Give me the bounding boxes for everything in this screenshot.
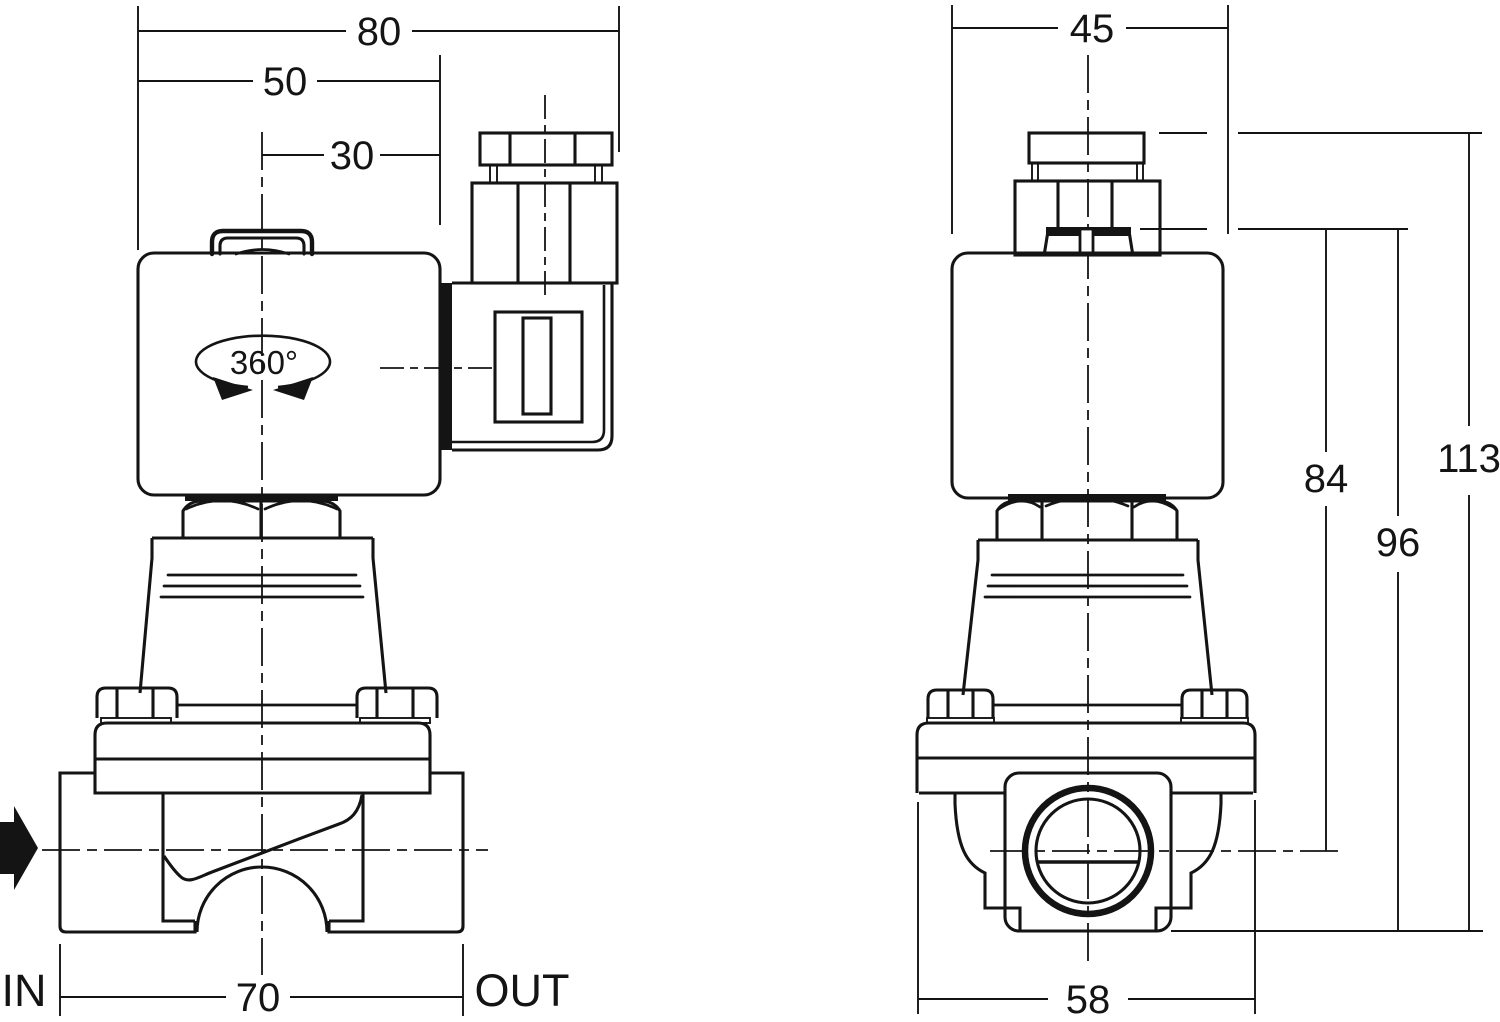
- dim-58-label: 58: [1066, 978, 1111, 1022]
- bonnet-side: [961, 538, 1214, 696]
- connector-cap-side: [1027, 131, 1146, 165]
- dim-coil-top-height: 96: [1376, 229, 1421, 931]
- flow-direction-arrow-icon: [0, 806, 38, 890]
- coil-handle: [209, 228, 315, 257]
- flange-front: [93, 721, 432, 795]
- bonnet-front: [138, 536, 388, 694]
- coil-nut-side: [995, 494, 1179, 540]
- body-shoulder-right: [1154, 794, 1223, 930]
- port-inner-circle: [1034, 797, 1142, 905]
- dim-coil-width: 50: [138, 60, 440, 104]
- dim-50-label: 50: [263, 60, 308, 104]
- valve-body-side: [953, 771, 1223, 933]
- rotation-arrow-right-icon: [273, 377, 313, 400]
- dim-centerline-height: 84: [1304, 229, 1349, 851]
- dim-45-label: 45: [1070, 7, 1115, 51]
- connector-front: [380, 95, 619, 452]
- connector-junction-band: [439, 283, 452, 450]
- side-view: [915, 55, 1340, 965]
- dim-port-span: 70: [59, 944, 464, 1020]
- dim-body-width: 58: [917, 800, 1256, 1022]
- rotation-annotation: 360°: [194, 334, 332, 400]
- rotation-label: 360°: [230, 344, 298, 381]
- rotation-arrow-left-icon: [213, 377, 253, 400]
- port-outer-ring: [1021, 784, 1155, 918]
- connector-side: [1013, 131, 1162, 257]
- front-view-dimensions: 80 50 30 70: [59, 6, 620, 1020]
- dim-overall-height: 113: [1437, 133, 1500, 931]
- dim-coil-depth: 45: [952, 7, 1228, 51]
- outlet-label: OUT: [475, 965, 570, 1016]
- dim-30-label: 30: [330, 134, 375, 178]
- dim-center-to-connector: 30: [262, 134, 440, 178]
- body-shoulder-left: [953, 794, 1022, 930]
- flange-side: [915, 721, 1257, 795]
- connector-socket: [493, 310, 584, 424]
- rotation-ellipse: [194, 334, 332, 389]
- side-view-dimensions: 45 84 96 113 58: [917, 5, 1500, 1022]
- dim-overall-width: 80: [138, 10, 619, 54]
- front-view: 360°: [0, 95, 619, 1016]
- coil-nut-front: [181, 494, 342, 538]
- dim-113-label: 113: [1437, 437, 1500, 481]
- diaphragm-curve: [162, 794, 364, 882]
- coil-nipple-slot: [1078, 227, 1095, 257]
- dim-84-label: 84: [1304, 457, 1349, 501]
- connector-cap-front: [478, 131, 614, 167]
- dim-70-label: 70: [236, 976, 281, 1020]
- inlet-label: IN: [2, 965, 47, 1016]
- body-arch: [195, 865, 329, 933]
- port-boss-face: [1003, 771, 1173, 933]
- valve-body-front: [58, 771, 465, 934]
- dim-96-label: 96: [1376, 521, 1421, 565]
- flange-bolts-front: [95, 686, 439, 724]
- dim-80-label: 80: [357, 10, 402, 54]
- connector-slot: [521, 316, 553, 416]
